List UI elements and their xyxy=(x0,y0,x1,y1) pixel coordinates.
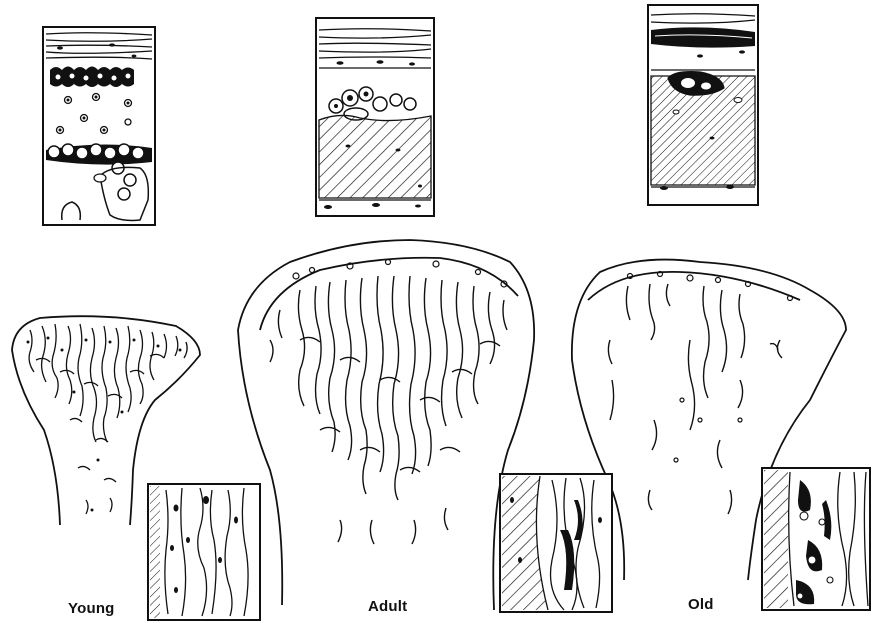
top-panel-old xyxy=(648,5,758,205)
adult-trabecular-dots xyxy=(293,260,507,288)
adult-trabeculae xyxy=(270,276,507,544)
old-trabecular-dots xyxy=(628,272,793,463)
stage-label-young: Young xyxy=(68,600,115,617)
stage-label-old: Old xyxy=(688,596,714,613)
bottom-panel-old xyxy=(762,468,870,610)
top-panel-adult xyxy=(316,18,434,216)
bottom-panel-adult xyxy=(500,474,612,612)
old-trabeculae xyxy=(608,284,782,514)
bottom-panel-young xyxy=(148,484,260,620)
top-panel-young xyxy=(43,27,155,225)
stage-label-adult: Adult xyxy=(368,598,407,615)
